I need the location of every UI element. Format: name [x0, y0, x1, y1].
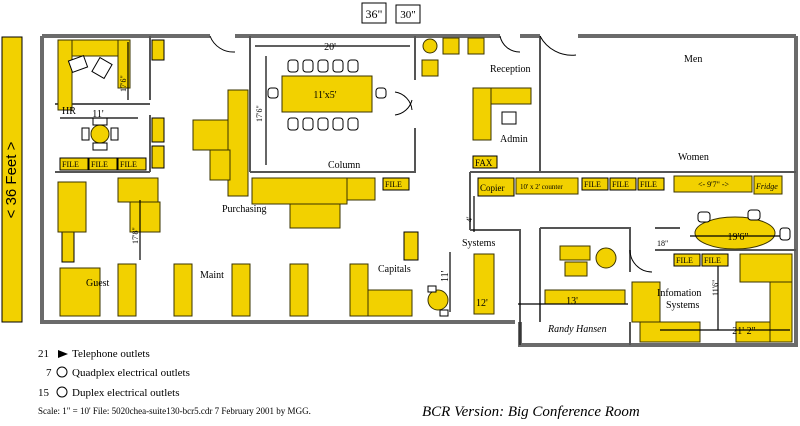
- hr-label: HR: [62, 106, 76, 117]
- systems-room: Systems 4' 11' 12': [403, 196, 495, 317]
- info-label-1: Infomation: [657, 288, 701, 299]
- purchasing-area: FILE Purchasing: [192, 89, 410, 229]
- door-30-label: 30": [400, 9, 416, 21]
- copier-label: Copier: [480, 183, 505, 193]
- interior-walls: [55, 36, 796, 345]
- guest-label: Guest: [86, 278, 110, 289]
- maint-label: Maint: [200, 270, 224, 281]
- dim-18: 18": [657, 239, 668, 248]
- info-label-2: Systems: [666, 300, 699, 311]
- oval-table-area: 19'6" 18": [657, 209, 791, 250]
- scale-bar-label: < 36 Feet >: [3, 141, 20, 218]
- table-dim: 11'x5': [313, 90, 336, 101]
- file-hr-3: FILE: [120, 160, 137, 169]
- conference-room: 20' 11'x5' 17'6" Column: [255, 42, 410, 171]
- file-c2: FILE: [612, 180, 629, 189]
- info-systems-room: FILE FILE Infomation Systems 11'6" 21' 2…: [631, 253, 793, 343]
- scale-line: Scale: 1" = 10' File: 5020chea-suite130-…: [38, 406, 311, 416]
- dim-176a: 17'6": [119, 75, 128, 92]
- fax-label: FAX: [475, 158, 493, 168]
- legend-desc-2: Quadplex electrical outlets: [72, 367, 190, 379]
- door-36-label: 36": [366, 7, 383, 21]
- dim-116: 11'6": [711, 280, 720, 296]
- counter-label: 10' x 2' counter: [520, 183, 563, 191]
- randy-label: Randy Hansen: [547, 324, 607, 335]
- legend: 21 Telephone outlets 7 Quadplex electric…: [38, 348, 640, 420]
- bottom-cubicles: 17'8" Guest Maint Capitals: [57, 177, 413, 317]
- legend-desc-3: Duplex electrical outlets: [72, 387, 180, 399]
- dim-4: 4': [465, 216, 474, 222]
- systems-label: Systems: [462, 238, 495, 249]
- randy-office: 13' Randy Hansen: [518, 245, 628, 335]
- legend-count-3: 15: [38, 387, 50, 399]
- dim-97: <- 9'7" ->: [698, 180, 730, 189]
- admin-label: Admin: [500, 134, 528, 145]
- legend-count-1: 21: [38, 348, 49, 360]
- scale-bar: < 36 Feet >: [1, 36, 23, 323]
- hr-room: HR 11' 17'6" FILE FILE FILE: [57, 39, 165, 171]
- legend-desc-1: Telephone outlets: [72, 348, 150, 360]
- file-hr-2: FILE: [91, 160, 108, 169]
- dim-212: 21' 2": [732, 326, 755, 337]
- file-is1: FILE: [676, 256, 693, 265]
- dim-11b: 11': [440, 270, 451, 282]
- dim-12: 12': [476, 298, 488, 309]
- file-purch: FILE: [385, 180, 402, 189]
- reception-area: Reception Admin FAX: [421, 37, 532, 169]
- purchasing-label: Purchasing: [222, 204, 266, 215]
- dim-178: 17'8": [131, 227, 140, 244]
- file-c1: FILE: [584, 180, 601, 189]
- dim-20: 20': [324, 42, 336, 53]
- top-door-labels: 36" 30": [361, 2, 421, 24]
- men-label: Men: [684, 54, 702, 65]
- dim-13: 13': [566, 296, 578, 307]
- legend-count-2: 7: [46, 367, 52, 379]
- column-label: Column: [328, 160, 360, 171]
- dim-11: 11': [92, 109, 104, 120]
- dim-176b: 17'6": [255, 105, 264, 122]
- reception-label: Reception: [490, 64, 531, 75]
- capitals-label: Capitals: [378, 264, 411, 275]
- file-hr-1: FILE: [62, 160, 79, 169]
- fridge-label: Fridge: [755, 182, 778, 191]
- dim-196: 19'6": [728, 232, 749, 243]
- restrooms: Men Women: [678, 54, 709, 163]
- file-is2: FILE: [704, 256, 721, 265]
- women-label: Women: [678, 152, 709, 163]
- doors: [209, 35, 653, 345]
- counter-row: Copier 10' x 2' counter FILE FILE FILE <…: [477, 175, 783, 197]
- version-label: BCR Version: Big Conference Room: [422, 404, 640, 420]
- file-c3: FILE: [640, 180, 657, 189]
